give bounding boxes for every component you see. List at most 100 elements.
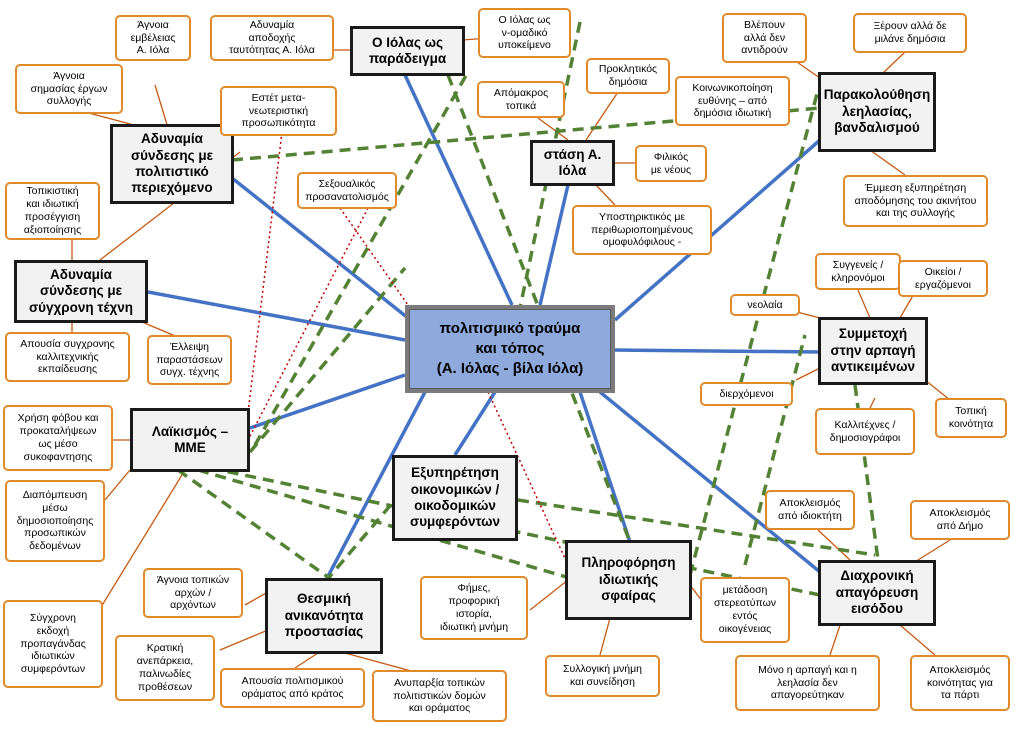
sub-no-local-structures: Ανυπαρξία τοπικών πολιτιστικών δομών και… xyxy=(372,670,507,722)
connector-blue xyxy=(613,138,822,322)
node-attitude: στάση Α. Ιόλα xyxy=(530,140,615,186)
sub-personal-data: Διαπόμπευση μέσω δημοσιοποίησης προσωπικ… xyxy=(5,480,105,562)
sub-identity-acceptance-label: Αδυναμία αποδοχής ταυτότητας Α. Ιόλα xyxy=(229,18,315,57)
connector-green xyxy=(743,334,807,566)
sub-municipality-exclusion: Αποκλεισμός από Δήμο xyxy=(910,500,1010,540)
connector-orange xyxy=(537,117,569,141)
connector-orange xyxy=(89,469,186,626)
sub-distant: Απόμακρος τοπικά xyxy=(477,81,565,118)
sub-passersby: διερχόμενοι xyxy=(700,382,793,406)
sub-collective-memory: Συλλογική μνήμη και συνείδηση xyxy=(545,655,660,697)
sub-no-art-education: Απουσία συγχρονης καλλιτεχνικής εκπαίδευ… xyxy=(5,332,130,382)
connector-blue xyxy=(323,391,427,583)
node-economic-label: Εξυπηρέτηση οικονομικών / οικοδομικών συ… xyxy=(409,465,501,530)
sub-know-not-speak-label: Ξέρουν αλλά δε μιλάνε δημόσια xyxy=(873,20,947,45)
sub-only-looting: Μόνο η αρπαγή και η λεηλασία δεν απαγορε… xyxy=(735,655,880,711)
sub-stereotypes: μετάδοση στερεοτύπων εντός οικογένειας xyxy=(700,577,790,643)
connector-orange xyxy=(344,652,416,673)
sub-only-looting-label: Μόνο η αρπαγή και η λεηλασία δεν απαγορε… xyxy=(758,663,857,702)
connector-blue xyxy=(614,348,821,354)
sub-passersby-label: διερχόμενοι xyxy=(719,387,774,400)
connector-blue xyxy=(538,184,570,306)
sub-rumors-label: Φήμες, προφορική ιστορία, ιδιωτική μνήμη xyxy=(439,582,509,633)
sub-aesthete: Εστέτ μετα- νεωτεριστική προσωπικότητα xyxy=(220,86,337,136)
connector-orange xyxy=(857,289,871,319)
sub-communication-label: Κοινωνικοποίηση ευθύνης – από δημόσια ιδ… xyxy=(692,81,773,120)
sub-ignorance-scope-label: Άγνοια εμβέλειας Α. Ιόλα xyxy=(130,18,176,57)
connector-green xyxy=(688,89,820,576)
sub-artists-journalists-label: Καλλιτέχνες / δημοσιογράφοι xyxy=(829,418,901,444)
sub-see-no-react: Βλέπουν αλλά δεν αντιδρούν xyxy=(722,13,807,63)
connector-green xyxy=(248,266,407,454)
connector-red xyxy=(247,207,369,441)
sub-distant-label: Απόμακρος τοπικά xyxy=(493,86,549,112)
node-institutional: Θεσμική ανικανότητα προστασίας xyxy=(265,578,383,654)
node-prohibition: Διαχρονική απαγόρευση εισόδου xyxy=(818,560,936,626)
connector-orange xyxy=(869,149,906,176)
sub-communication: Κοινωνικοποίηση ευθύνης – από δημόσια ιδ… xyxy=(675,76,790,126)
node-monitoring-label: Παρακολούθηση λεηλασίας, βανδαλισμού xyxy=(823,87,931,136)
node-populism-label: Λαϊκισμός – ΜΜΕ xyxy=(151,423,229,455)
red-connectors xyxy=(244,131,576,581)
node-monitoring: Παρακολούθηση λεηλασίας, βανδαλισμού xyxy=(818,72,936,152)
connector-green xyxy=(176,468,334,582)
connector-orange xyxy=(595,184,616,206)
connector-orange xyxy=(219,629,269,651)
sub-municipality-exclusion-label: Αποκλεισμός από Δήμο xyxy=(929,507,991,532)
sub-ignorance-authorities-label: Άγνοια τοπικών αρχών / αρχόντων xyxy=(156,573,230,612)
connector-orange xyxy=(104,469,131,501)
connector-orange xyxy=(881,51,906,75)
sub-community-exclusion-label: Αποκλεισμός κοινότητας για τα πάρτι xyxy=(927,663,993,702)
sub-ignorance-authorities: Άγνοια τοπικών αρχών / αρχόντων xyxy=(143,568,243,618)
connector-green xyxy=(197,468,571,580)
sub-sexual-orientation: Σεξουαλικός προσανατολισμός xyxy=(297,172,397,209)
sub-no-local-structures-label: Ανυπαρξία τοπικών πολιτιστικών δομών και… xyxy=(393,676,486,715)
sub-v-group-label: Ο Ιόλας ως ν-ομαδικό υποκείμενο xyxy=(498,13,551,52)
sub-household: Οικείοι / εργαζόμενοι xyxy=(898,260,988,297)
node-participation: Συμμετοχή στην αρπαγή αντικειμένων xyxy=(818,317,928,385)
sub-ignorance-collection-label: Άγνοια σημασίας έργων συλλογής xyxy=(30,69,108,108)
connector-orange xyxy=(599,617,611,656)
sub-aesthete-label: Εστέτ μετα- νεωτεριστική προσωπικότητα xyxy=(241,91,316,130)
sub-local-private-label: Τοπικιστική και ιδιωτική προσέγγιση αξιο… xyxy=(23,185,82,236)
sub-supportive: Υποστηρικτικός με περιθωριοποιημένους ομ… xyxy=(572,205,712,255)
node-attitude-label: στάση Α. Ιόλα xyxy=(543,146,602,178)
sub-personal-data-label: Διαπόμπευση μέσω δημοσιοποίησης προσωπικ… xyxy=(16,489,94,553)
sub-friendly-youth: Φιλικός με νέους xyxy=(635,145,707,182)
sub-fear-prejudice-label: Χρήση φόβου και προκαταλήψεων ως μέσο συ… xyxy=(17,412,99,463)
central-concept-label: πολιτισμικό τραύμα και τόπος (Α. Ιόλας -… xyxy=(436,319,584,378)
sub-youth: νεολαία xyxy=(730,294,800,316)
connector-blue xyxy=(147,290,406,342)
sub-community-exclusion: Αποκλεισμός κοινότητας για τα πάρτι xyxy=(910,655,1010,711)
sub-relatives: Συγγενείς / κληρονόμοι xyxy=(815,253,901,290)
connector-green xyxy=(446,74,632,543)
sub-ignorance-scope: Άγνοια εμβέλειας Α. Ιόλα xyxy=(115,15,191,61)
connector-orange xyxy=(244,591,269,606)
connector-orange xyxy=(585,91,619,141)
sub-sexual-orientation-label: Σεξουαλικός προσανατολισμός xyxy=(305,177,389,203)
sub-no-vision-label: Απουσία πολιτισμικού οράματος από κράτος xyxy=(241,675,344,700)
sub-friendly-youth-label: Φιλικός με νέους xyxy=(650,150,692,176)
node-iolas-example: Ο Ιόλας ως παράδειγμα xyxy=(350,26,465,76)
node-private-info-label: Πληροφόρηση ιδιωτικής σφαίρας xyxy=(581,555,676,604)
sub-indirect-service-label: Έμμεση εξυπηρέτηση αποδόμησης του ακινήτ… xyxy=(854,181,977,220)
sub-propaganda-label: Σύγχρονη εκδοχή προπαγάνδας ιδιωτικών συ… xyxy=(20,612,86,676)
connector-orange xyxy=(829,624,841,656)
central-concept: πολιτισμικό τραύμα και τόπος (Α. Ιόλας -… xyxy=(405,305,615,393)
connector-red xyxy=(244,131,283,439)
connector-blue xyxy=(598,390,822,574)
connector-orange xyxy=(154,84,169,129)
connector-blue xyxy=(403,74,514,306)
sub-state-inadequacy: Κρατική ανεπάρκεια, παλινωδίες προθέσεων xyxy=(115,635,215,701)
sub-local-community-label: Τοπική κοινότητα xyxy=(948,405,994,430)
node-private-info: Πληροφόρηση ιδιωτικής σφαίρας xyxy=(565,540,692,620)
sub-no-art-education-label: Απουσία συγχρονης καλλιτεχνικής εκπαίδευ… xyxy=(20,337,115,376)
sub-artists-journalists: Καλλιτέχνες / δημοσιογράφοι xyxy=(815,408,915,455)
sub-lack-performances-label: Έλλειψη παραστάσεων συγχ. τέχνης xyxy=(156,340,223,379)
sub-state-inadequacy-label: Κρατική ανεπάρκεια, παλινωδίες προθέσεων xyxy=(136,642,194,693)
sub-know-not-speak: Ξέρουν αλλά δε μιλάνε δημόσια xyxy=(853,13,967,53)
connector-orange xyxy=(294,652,319,669)
node-populism: Λαϊκισμός – ΜΜΕ xyxy=(130,408,250,472)
sub-ignorance-collection: Άγνοια σημασίας έργων συλλογής xyxy=(15,64,123,114)
